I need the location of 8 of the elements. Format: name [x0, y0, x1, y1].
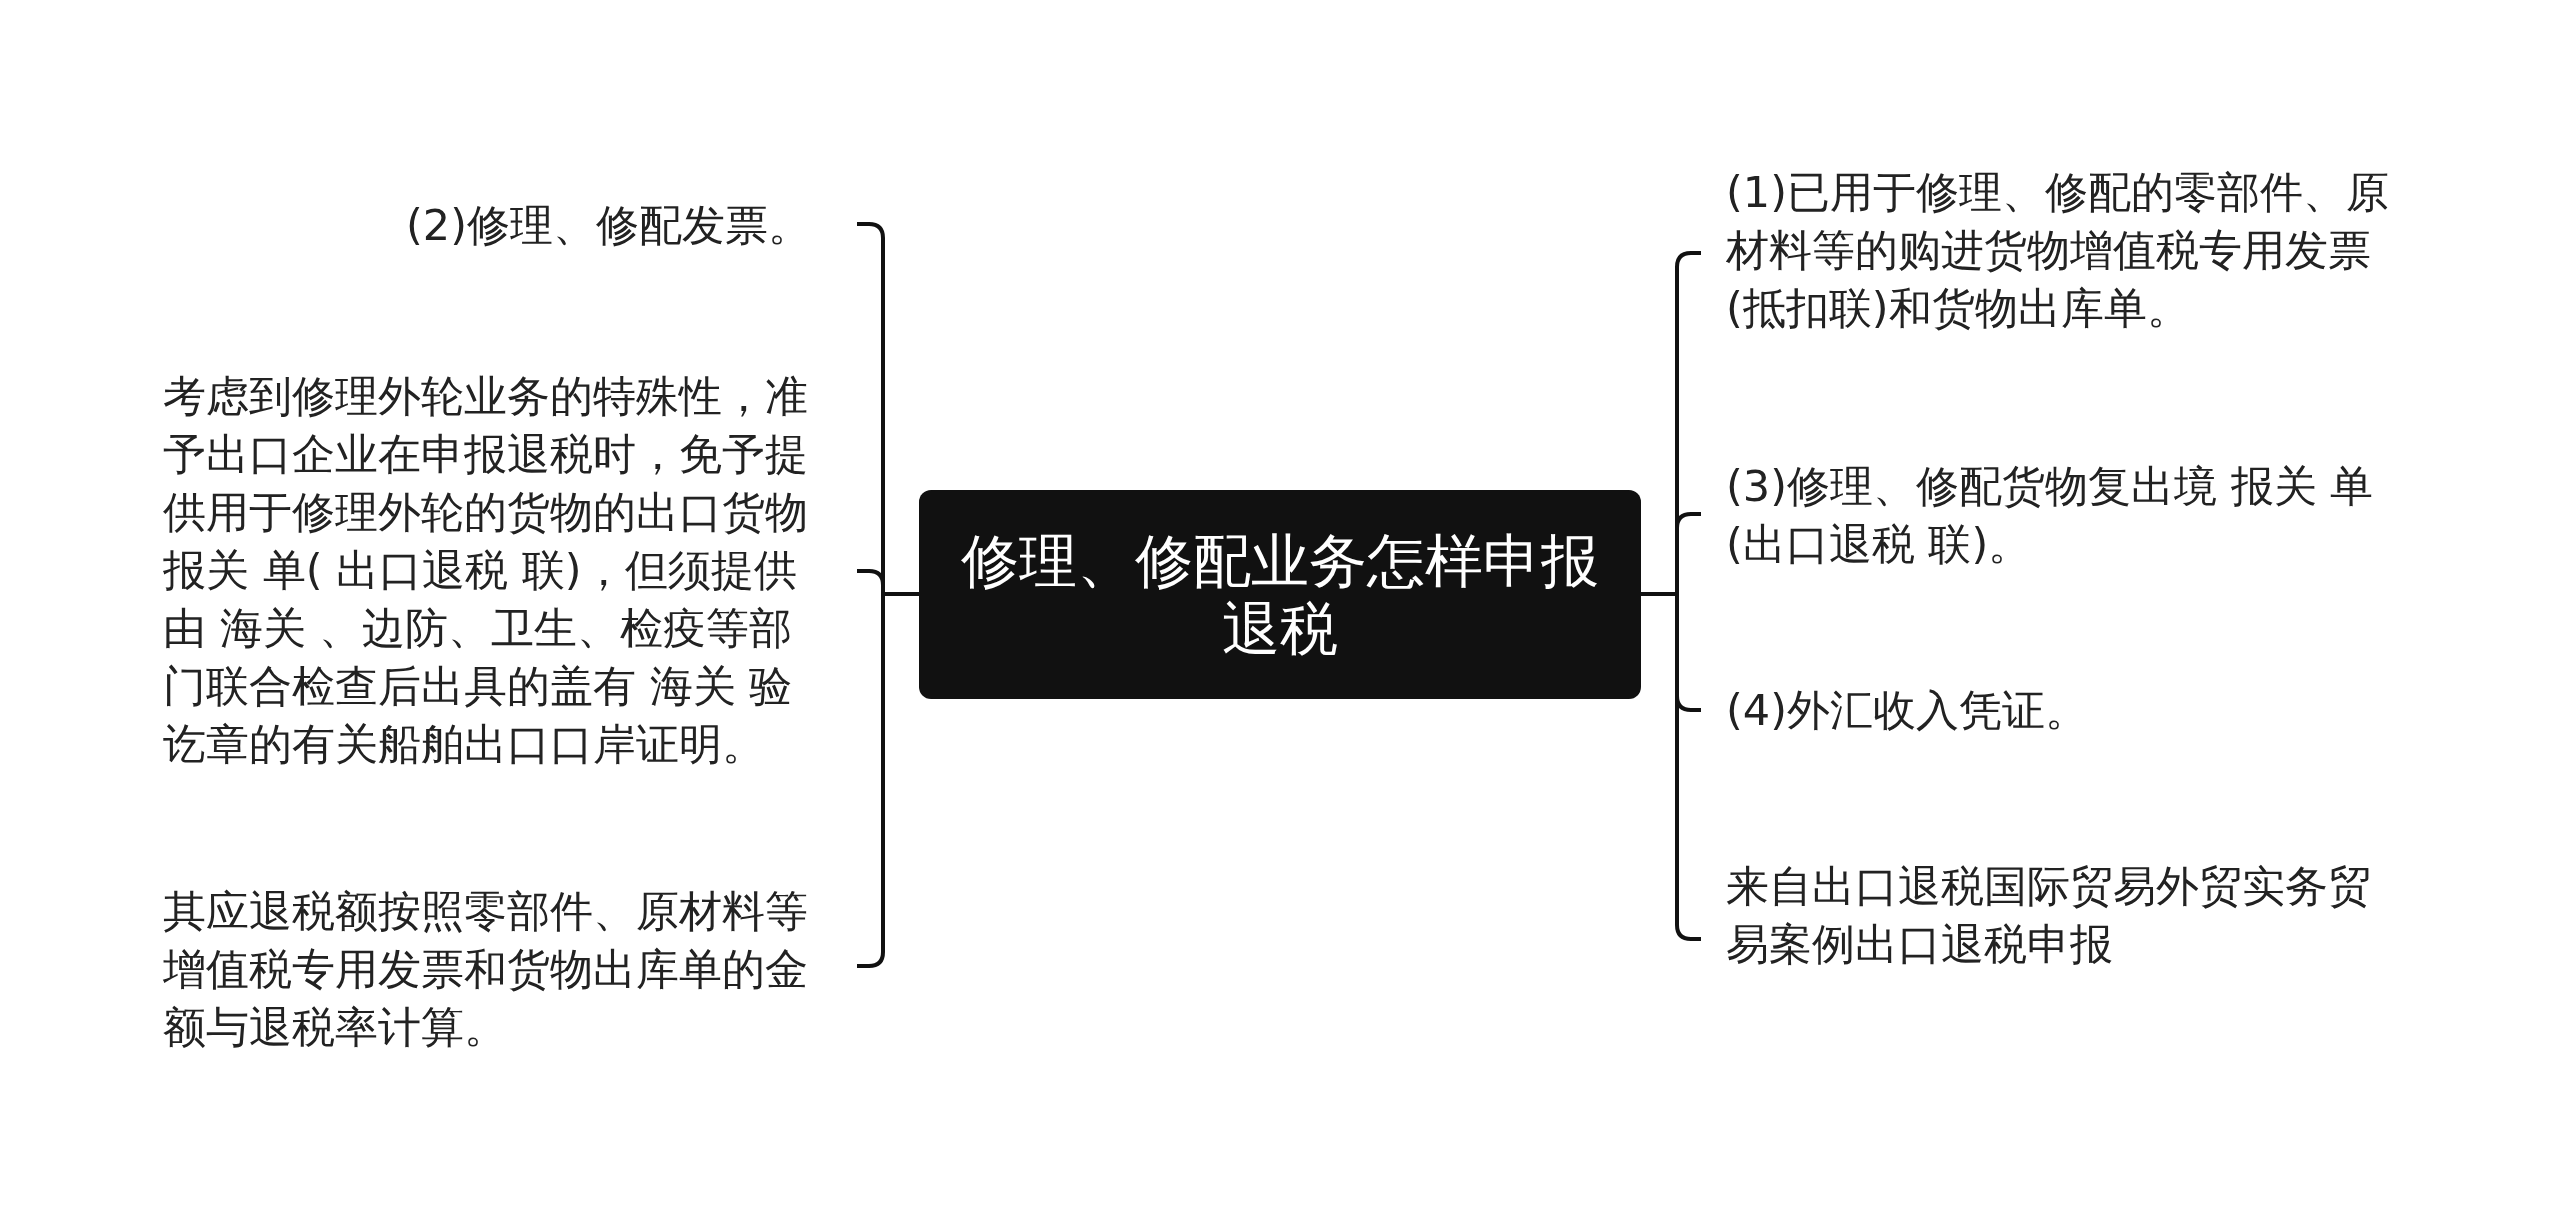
- branch-text: 其应退税额按照零部件、原材料等增值税专用发票和货物出库单的金额与退税率计算。: [163, 882, 857, 1057]
- branch-text: 考虑到修理外轮业务的特殊性，准予出口企业在申报退税时，免予提供用于修理外轮的货物的出口货物报关 单( 出口退税 联)，但须提供由 海关 、边防、卫生、检疫等部门联合检查后出具的盖有 海关 验讫章的有关船舶出口口岸证明。: [163, 367, 857, 777]
- branch-text: (2)修理、修配发票。: [300, 196, 857, 254]
- branch-text: (4)外汇收入凭证。: [1701, 681, 2401, 739]
- branch-text: (3)修理、修配货物复出境 报关 单(出口退税 联)。: [1701, 457, 2401, 574]
- topic-box: 修理、修配业务怎样申报退税: [919, 490, 1641, 699]
- branch-text: 来自出口退税国际贸易外贸实务贸易案例出口退税申报: [1701, 857, 2401, 1032]
- branch-text: (1)已用于修理、修配的零部件、原材料等的购进货物增值税专用发票(抵扣联)和货物出库单。: [1701, 163, 2401, 338]
